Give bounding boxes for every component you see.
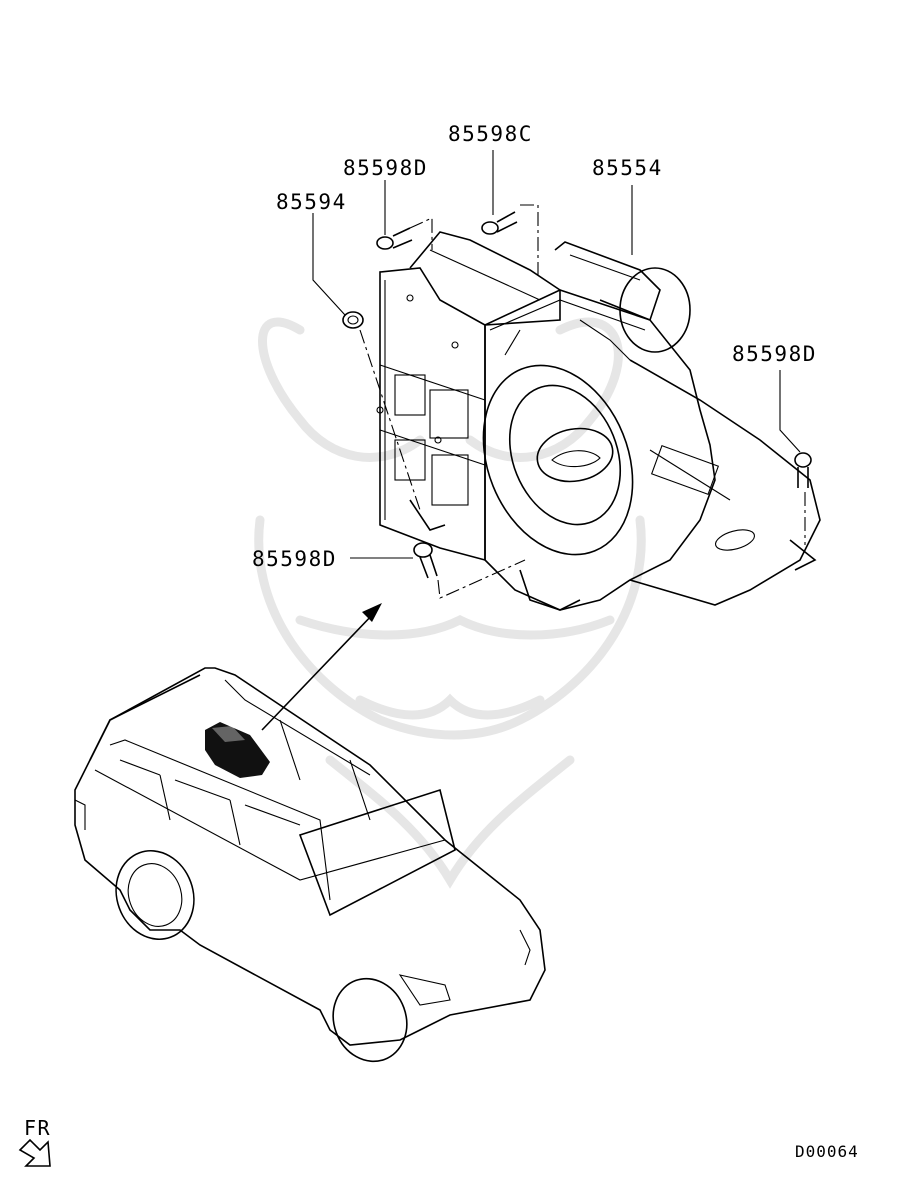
- bolt-icon-85598d-bottom: [413, 542, 438, 579]
- callout-85598d-bottom: 85598D: [252, 547, 337, 571]
- callout-85594: 85594: [276, 190, 347, 214]
- nut-icon-85594: [342, 311, 364, 329]
- callout-85598c: 85598C: [448, 122, 533, 146]
- location-arrow: [261, 603, 382, 731]
- leader-lines: [312, 150, 806, 599]
- watermark-emblem: [254, 317, 646, 889]
- blower-unit-drawing: [376, 231, 821, 611]
- vehicle-outline: [74, 667, 546, 1063]
- callout-85598d-right: 85598D: [732, 342, 817, 366]
- callout-85554: 85554: [592, 156, 663, 180]
- callout-85598d-top: 85598D: [343, 156, 428, 180]
- bolt-icon-85598d-right: [794, 452, 812, 488]
- figure-code: D00064: [795, 1142, 859, 1161]
- bolt-icon-85598c: [481, 211, 518, 235]
- front-direction-label: FR: [24, 1116, 52, 1140]
- front-direction-arrow-icon: [18, 1138, 51, 1167]
- bolt-icon-85598d-top: [376, 227, 413, 250]
- unit-location-marker: [205, 722, 270, 778]
